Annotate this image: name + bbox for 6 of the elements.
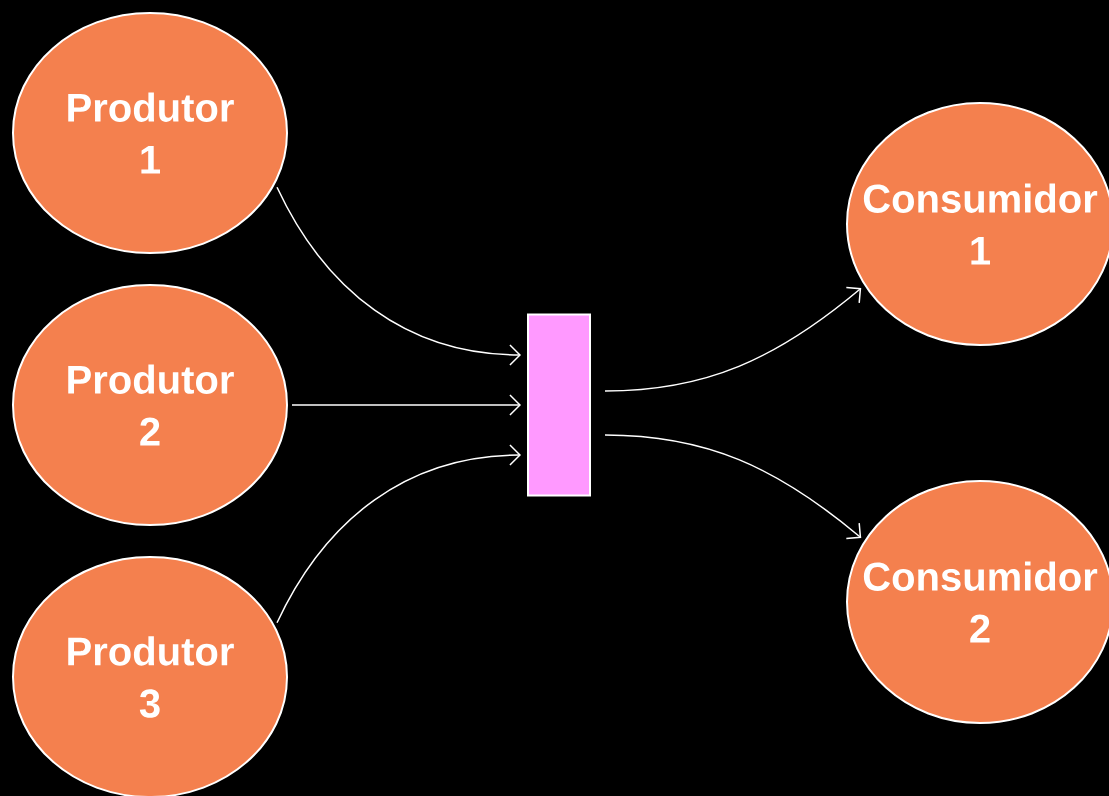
buffer-box <box>527 313 591 497</box>
arrow <box>604 286 862 392</box>
arrow <box>291 394 521 416</box>
arrow <box>276 444 521 624</box>
arrow <box>604 434 862 540</box>
arrow <box>276 186 521 366</box>
